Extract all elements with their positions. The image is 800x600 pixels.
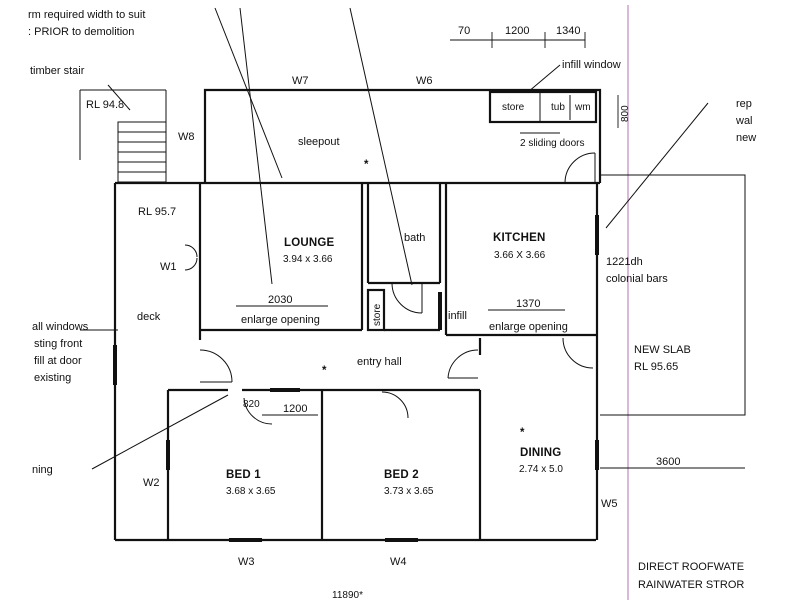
room-bed1-size: 3.68 x 3.65: [226, 486, 276, 497]
room-tub: tub: [551, 102, 565, 113]
room-store-small: store: [372, 303, 383, 326]
window-w3: W3: [238, 556, 255, 568]
dim-1200-top: 1200: [505, 25, 529, 37]
timber-stair: [79, 84, 167, 183]
note-rl-slab: RL 95.65: [634, 361, 678, 373]
note-right-top-1: rep: [736, 98, 752, 110]
note-enlarge-2: enlarge opening: [489, 321, 568, 333]
note-enlarge-1: enlarge opening: [241, 314, 320, 326]
note-timber-stair: timber stair: [30, 65, 85, 77]
room-lounge-size: 3.94 x 3.66: [283, 254, 333, 265]
note-left-mid-4: existing: [34, 372, 71, 384]
room-kitchen-size: 3.66 X 3.66: [494, 250, 546, 261]
dim-1200-bed: 1200: [283, 403, 307, 415]
note-infill: infill: [448, 310, 467, 322]
note-colonial-1: 1221dh: [606, 256, 643, 268]
dim-2030: 2030: [268, 294, 292, 306]
note-left-mid-1: all windows: [32, 321, 89, 333]
room-lounge: LOUNGE: [284, 237, 335, 249]
dim-820: 820: [243, 399, 260, 410]
room-dining-size: 2.74 x 5.0: [519, 464, 563, 475]
room-bed2: BED 2: [384, 469, 419, 481]
note-infill-window: infill window: [562, 59, 621, 71]
dim-800: 800: [620, 105, 631, 122]
note-roofwater-2: RAINWATER STROR: [638, 579, 744, 591]
window-w7: W7: [292, 75, 309, 87]
dim-3600: 3600: [656, 456, 680, 468]
star-markers: * * *: [322, 159, 525, 439]
room-store-top: store: [502, 102, 525, 113]
note-left-mid-2: sting front: [34, 338, 82, 350]
note-left-low: ning: [32, 464, 53, 476]
room-bed2-size: 3.73 x 3.65: [384, 486, 434, 497]
dimension-lines: [236, 32, 745, 469]
note-left-mid-3: fill at door: [34, 355, 82, 367]
note-top-left-1: rm required width to suit: [28, 9, 145, 21]
rl-deck: RL 95.7: [138, 206, 176, 218]
room-labels: sleepout LOUNGE 3.94 x 3.66 bath KITCHEN…: [137, 102, 591, 497]
room-wm: wm: [574, 102, 591, 113]
window-w6: W6: [416, 75, 433, 87]
note-new-slab: NEW SLAB: [634, 344, 691, 356]
room-sleepout: sleepout: [298, 136, 340, 148]
annotations: rm required width to suit : PRIOR to dem…: [28, 9, 756, 591]
room-bath: bath: [404, 232, 425, 244]
dim-1340: 1340: [556, 25, 580, 37]
room-deck: deck: [137, 311, 161, 323]
dim-70: 70: [458, 25, 470, 37]
room-bed1: BED 1: [226, 469, 261, 481]
window-w5: W5: [601, 498, 618, 510]
dim-11890: 11890*: [332, 590, 363, 600]
window-w8: W8: [178, 131, 195, 143]
star-hall: *: [322, 365, 327, 377]
room-dining: DINING: [520, 447, 561, 459]
dimension-labels: 70 1200 1340 800 2030 1370 820 1200 3600…: [243, 25, 680, 600]
note-right-top-3: new: [736, 132, 756, 144]
window-w4: W4: [390, 556, 407, 568]
note-colonial-2: colonial bars: [606, 273, 668, 285]
window-marks: [113, 215, 599, 542]
window-w1: W1: [160, 261, 177, 273]
star-sleepout: *: [364, 159, 369, 171]
doors: [184, 152, 596, 425]
star-dining: *: [520, 427, 525, 439]
window-labels: W1 W2 W3 W4 W5 W6 W7 W8: [143, 75, 618, 568]
dim-1370: 1370: [516, 298, 540, 310]
leader-lines: [80, 7, 709, 470]
room-entry-hall: entry hall: [357, 356, 402, 368]
new-slab-outline: [600, 174, 746, 416]
note-sliding-doors: 2 sliding doors: [520, 138, 584, 149]
room-kitchen: KITCHEN: [493, 232, 546, 244]
rl-top: RL 94.8: [86, 99, 124, 111]
note-right-top-2: wal: [735, 115, 753, 127]
note-roofwater-1: DIRECT ROOFWATE: [638, 561, 744, 573]
note-top-left-2: : PRIOR to demolition: [28, 26, 134, 38]
window-w2: W2: [143, 477, 160, 489]
